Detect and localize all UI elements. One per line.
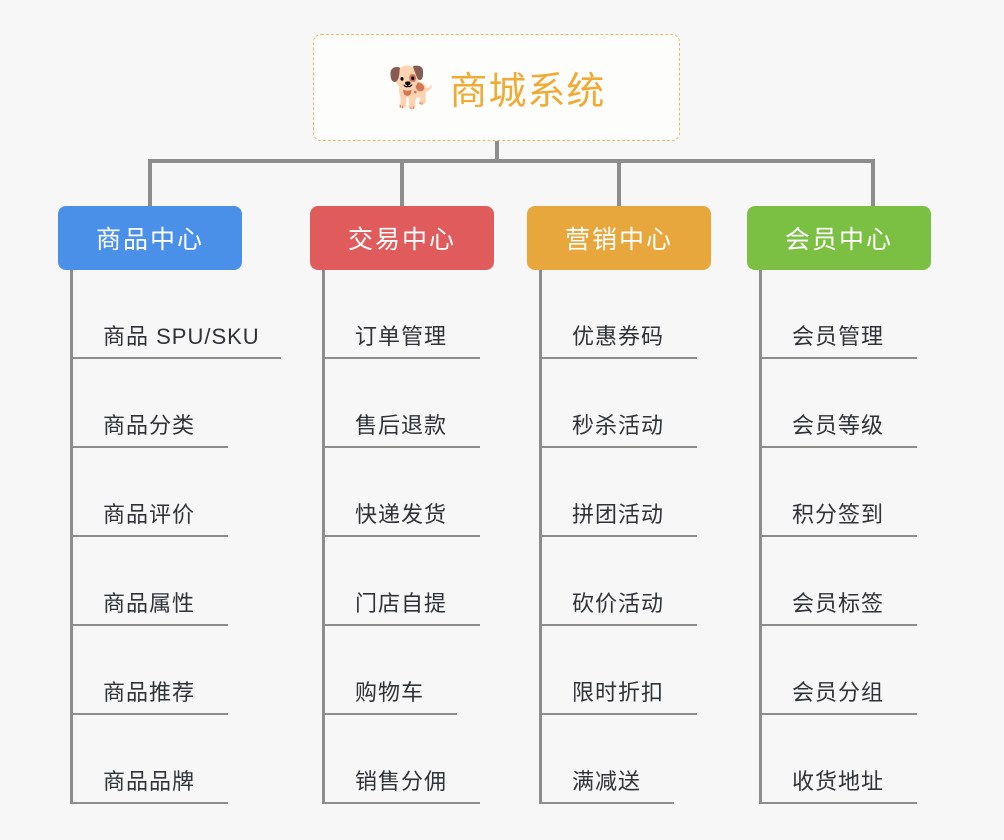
connector-root-stem <box>495 141 499 163</box>
leaf-item-label: 商品评价 <box>103 502 196 527</box>
leaf-item-label: 商品品牌 <box>103 769 196 794</box>
leaf-item[interactable]: 订单管理 <box>325 270 494 359</box>
root-title: 商城系统 <box>449 71 606 113</box>
leaf-item[interactable]: 积分签到 <box>762 448 931 537</box>
leaf-list-member-center: 会员管理会员等级积分签到会员标签会员分组收货地址 <box>759 270 931 804</box>
leaf-item[interactable]: 限时折扣 <box>542 626 711 715</box>
leaf-item-underline <box>542 446 697 448</box>
leaf-item-label: 商品分类 <box>103 413 196 438</box>
branch-header-trade-center[interactable]: 交易中心 <box>310 206 494 270</box>
branch-member-center: 会员中心会员管理会员等级积分签到会员标签会员分组收货地址 <box>747 206 931 804</box>
leaf-item-label: 会员分组 <box>792 680 885 705</box>
leaf-item[interactable]: 商品品牌 <box>73 715 242 804</box>
leaf-item-underline <box>762 624 917 626</box>
leaf-item[interactable]: 商品推荐 <box>73 626 242 715</box>
leaf-item-underline <box>762 802 917 804</box>
leaf-item[interactable]: 商品评价 <box>73 448 242 537</box>
leaf-item[interactable]: 优惠券码 <box>542 270 711 359</box>
connector-horizontal-bus <box>148 159 875 163</box>
connector-drop-member-center <box>871 159 875 209</box>
leaf-item[interactable]: 会员标签 <box>762 537 931 626</box>
branch-trade-center: 交易中心订单管理售后退款快递发货门店自提购物车销售分佣 <box>310 206 494 804</box>
leaf-item-label: 限时折扣 <box>572 680 665 705</box>
leaf-item-underline <box>325 802 480 804</box>
leaf-item-label: 会员标签 <box>792 591 885 616</box>
leaf-item[interactable]: 拼团活动 <box>542 448 711 537</box>
leaf-item-label: 积分签到 <box>792 502 885 527</box>
leaf-item-label: 商品 SPU/SKU <box>103 324 260 349</box>
connector-drop-product-center <box>148 159 152 209</box>
branch-marketing-center: 营销中心优惠券码秒杀活动拼团活动砍价活动限时折扣满减送 <box>527 206 711 804</box>
leaf-item[interactable]: 门店自提 <box>325 537 494 626</box>
branch-header-label: 营销中心 <box>564 226 673 254</box>
leaf-list-trade-center: 订单管理售后退款快递发货门店自提购物车销售分佣 <box>322 270 494 804</box>
leaf-item-underline <box>542 535 697 537</box>
leaf-item[interactable]: 会员等级 <box>762 359 931 448</box>
connector-drop-trade-center <box>400 159 404 209</box>
leaf-item-underline <box>762 446 917 448</box>
leaf-item-label: 砍价活动 <box>572 591 665 616</box>
branch-header-label: 交易中心 <box>347 226 456 254</box>
leaf-item-label: 拼团活动 <box>572 502 665 527</box>
leaf-item[interactable]: 快递发货 <box>325 448 494 537</box>
leaf-item-underline <box>325 624 480 626</box>
leaf-item-label: 商品推荐 <box>103 680 196 705</box>
leaf-item-underline <box>325 713 457 715</box>
leaf-item-label: 购物车 <box>355 680 425 705</box>
leaf-item[interactable]: 商品属性 <box>73 537 242 626</box>
leaf-item-underline <box>542 624 697 626</box>
leaf-item[interactable]: 销售分佣 <box>325 715 494 804</box>
leaf-item-label: 订单管理 <box>355 324 448 349</box>
leaf-item-underline <box>762 713 917 715</box>
leaf-item-underline <box>73 535 228 537</box>
leaf-item[interactable]: 满减送 <box>542 715 711 804</box>
leaf-item-underline <box>762 357 917 359</box>
leaf-item-underline <box>325 535 480 537</box>
leaf-item-underline <box>73 624 228 626</box>
leaf-item[interactable]: 商品 SPU/SKU <box>73 270 281 359</box>
leaf-item-underline <box>73 802 228 804</box>
leaf-list-product-center: 商品 SPU/SKU 商品分类商品评价商品属性商品推荐商品品牌 <box>70 270 281 804</box>
leaf-item-underline <box>542 802 674 804</box>
leaf-item-label: 销售分佣 <box>355 769 448 794</box>
leaf-item-label: 门店自提 <box>355 591 448 616</box>
connector-drop-marketing-center <box>617 159 621 209</box>
leaf-item[interactable]: 收货地址 <box>762 715 931 804</box>
leaf-item[interactable]: 会员分组 <box>762 626 931 715</box>
leaf-item-underline <box>73 713 228 715</box>
leaf-item-underline <box>325 446 480 448</box>
branch-header-marketing-center[interactable]: 营销中心 <box>527 206 711 270</box>
leaf-item-label: 快递发货 <box>355 502 448 527</box>
leaf-item-label: 收货地址 <box>792 769 885 794</box>
leaf-item-label: 商品属性 <box>103 591 196 616</box>
leaf-item-underline <box>762 535 917 537</box>
branch-header-label: 商品中心 <box>95 226 204 254</box>
leaf-item-underline <box>73 446 228 448</box>
leaf-item-label: 售后退款 <box>355 413 448 438</box>
branch-header-product-center[interactable]: 商品中心 <box>58 206 242 270</box>
leaf-item[interactable]: 秒杀活动 <box>542 359 711 448</box>
leaf-item-label: 会员管理 <box>792 324 885 349</box>
leaf-item-underline <box>73 357 281 359</box>
leaf-item-label: 优惠券码 <box>572 324 665 349</box>
shiba-dog-emoji-icon: 🐕 <box>387 65 438 110</box>
branch-header-label: 会员中心 <box>784 226 893 254</box>
branch-product-center: 商品中心商品 SPU/SKU 商品分类商品评价商品属性商品推荐商品品牌 <box>58 206 281 804</box>
root-node[interactable]: 🐕 商城系统 <box>313 34 680 141</box>
leaf-item[interactable]: 售后退款 <box>325 359 494 448</box>
leaf-item-underline <box>325 357 480 359</box>
leaf-item-label: 会员等级 <box>792 413 885 438</box>
leaf-item[interactable]: 砍价活动 <box>542 537 711 626</box>
leaf-item[interactable]: 购物车 <box>325 626 494 715</box>
branch-header-member-center[interactable]: 会员中心 <box>747 206 931 270</box>
leaf-item-label: 秒杀活动 <box>572 413 665 438</box>
leaf-item-underline <box>542 713 697 715</box>
leaf-list-marketing-center: 优惠券码秒杀活动拼团活动砍价活动限时折扣满减送 <box>539 270 711 804</box>
leaf-item-underline <box>542 357 697 359</box>
leaf-item-label: 满减送 <box>572 769 642 794</box>
leaf-item[interactable]: 会员管理 <box>762 270 931 359</box>
leaf-item[interactable]: 商品分类 <box>73 359 242 448</box>
